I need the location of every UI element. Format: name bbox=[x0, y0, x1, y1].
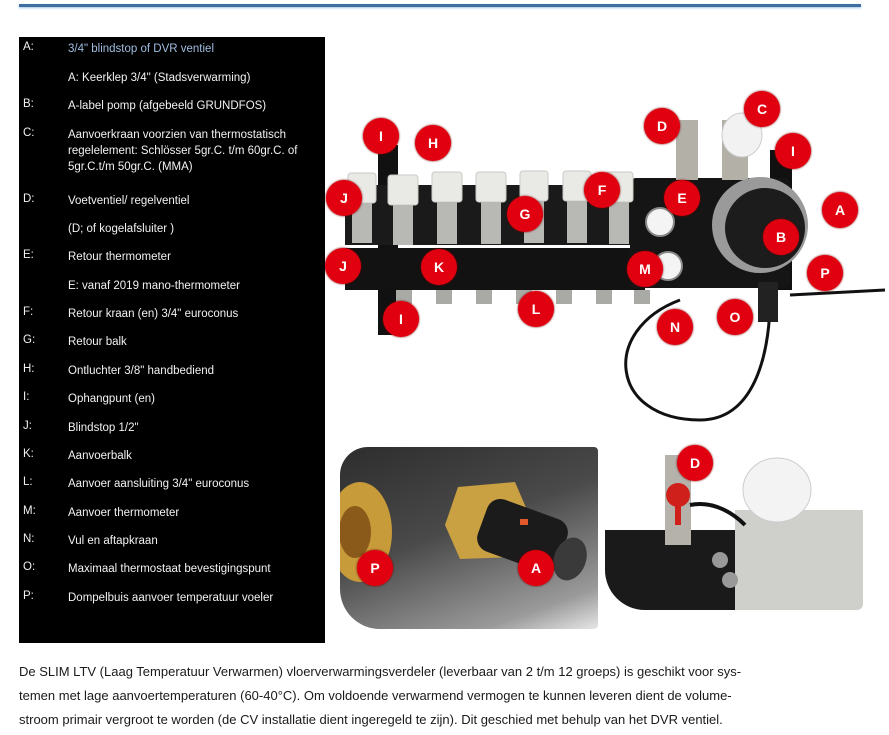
callout-marker-e: E bbox=[664, 180, 700, 216]
legend-key: N: bbox=[23, 533, 35, 545]
callout-marker-o: O bbox=[717, 299, 753, 335]
legend-key: B: bbox=[23, 98, 34, 110]
legend-description: Vul en aftapkraan bbox=[68, 535, 158, 547]
legend-description: 3/4" blindstop of DVR ventiel bbox=[68, 43, 214, 55]
callout-marker-h: H bbox=[415, 125, 451, 161]
closeup-dvr-photo bbox=[340, 447, 598, 629]
legend-key: A: bbox=[23, 41, 34, 53]
legend-description: Ophangpunt (en) bbox=[68, 393, 155, 405]
callout-marker-a: A bbox=[822, 192, 858, 228]
legend-description: Retour balk bbox=[68, 336, 127, 348]
legend-description: Aanvoer aansluiting 3/4" euroconus bbox=[68, 478, 250, 490]
legend-description: Maximaal thermostaat bevestigingspunt bbox=[68, 563, 271, 575]
legend-description: E: vanaf 2019 mano-thermometer bbox=[68, 280, 240, 292]
callout-marker-d: D bbox=[644, 108, 680, 144]
legend-description: Retour thermometer bbox=[68, 251, 171, 263]
description-line-3: stroom primair vergroot te worden (de CV… bbox=[19, 712, 723, 727]
callout-marker-j: J bbox=[326, 180, 362, 216]
description-line-2: temen met lage aanvoertemperaturen (60-4… bbox=[19, 688, 732, 703]
legend-key: G: bbox=[23, 334, 36, 346]
callout-marker-k: K bbox=[421, 249, 457, 285]
legend-key: I: bbox=[23, 391, 30, 403]
callout-marker-d: D bbox=[677, 445, 713, 481]
callout-marker-p: P bbox=[357, 550, 393, 586]
callout-marker-p: P bbox=[807, 255, 843, 291]
callout-marker-i: I bbox=[363, 118, 399, 154]
description-line-1: De SLIM LTV (Laag Temperatuur Verwarmen)… bbox=[19, 664, 742, 679]
legend-description: Voetventiel/ regelventiel bbox=[68, 195, 190, 207]
legend-key: K: bbox=[23, 448, 34, 460]
legend-key: C: bbox=[23, 127, 35, 139]
description-paragraph: De SLIM LTV (Laag Temperatuur Verwarmen)… bbox=[19, 660, 869, 732]
legend-key: F: bbox=[23, 306, 34, 318]
legend-description: Aanvoer thermometer bbox=[68, 507, 180, 519]
legend-key: J: bbox=[23, 420, 32, 432]
legend-description: A-label pomp (afgebeeld GRUNDFOS) bbox=[68, 100, 267, 112]
legend-key: L: bbox=[23, 476, 33, 488]
callout-marker-a: A bbox=[518, 550, 554, 586]
legend-description: Ontluchter 3/8" handbediend bbox=[68, 365, 215, 377]
legend-key: O: bbox=[23, 561, 36, 573]
callout-marker-i: I bbox=[383, 301, 419, 337]
legend-description: (D; of kogelafsluiter ) bbox=[68, 223, 175, 235]
callout-marker-n: N bbox=[657, 309, 693, 345]
legend-description: Blindstop 1/2" bbox=[68, 422, 139, 434]
closeup-ballvalve-illustration bbox=[605, 455, 863, 610]
legend-key: M: bbox=[23, 505, 36, 517]
legend-description: Dompelbuis aanvoer temperatuur voeler bbox=[68, 592, 274, 604]
callout-marker-i: I bbox=[775, 133, 811, 169]
closeup-ballvalve-photo bbox=[605, 455, 863, 610]
legend-key: H: bbox=[23, 363, 35, 375]
legend-description: Aanvoerbalk bbox=[68, 450, 132, 462]
header-rule bbox=[19, 4, 861, 7]
legend-key: E: bbox=[23, 249, 34, 261]
legend-description: A: Keerklep 3/4" (Stadsverwarming) bbox=[68, 72, 251, 84]
callout-marker-c: C bbox=[744, 91, 780, 127]
callout-marker-f: F bbox=[584, 172, 620, 208]
closeup-dvr-illustration bbox=[340, 482, 587, 582]
legend-key: D: bbox=[23, 193, 35, 205]
callout-marker-b: B bbox=[763, 219, 799, 255]
callout-marker-g: G bbox=[507, 196, 543, 232]
legend-key: P: bbox=[23, 590, 34, 602]
callout-marker-j: J bbox=[325, 248, 361, 284]
legend-description: Retour kraan (en) 3/4" euroconus bbox=[68, 308, 239, 320]
legend-panel: A: 3/4" blindstop of DVR ventiel A: Keerkl… bbox=[19, 37, 325, 643]
legend-description: Aanvoerkraan voorzien van thermostatisch… bbox=[68, 129, 298, 173]
callout-marker-l: L bbox=[518, 291, 554, 327]
callout-marker-m: M bbox=[627, 251, 663, 287]
